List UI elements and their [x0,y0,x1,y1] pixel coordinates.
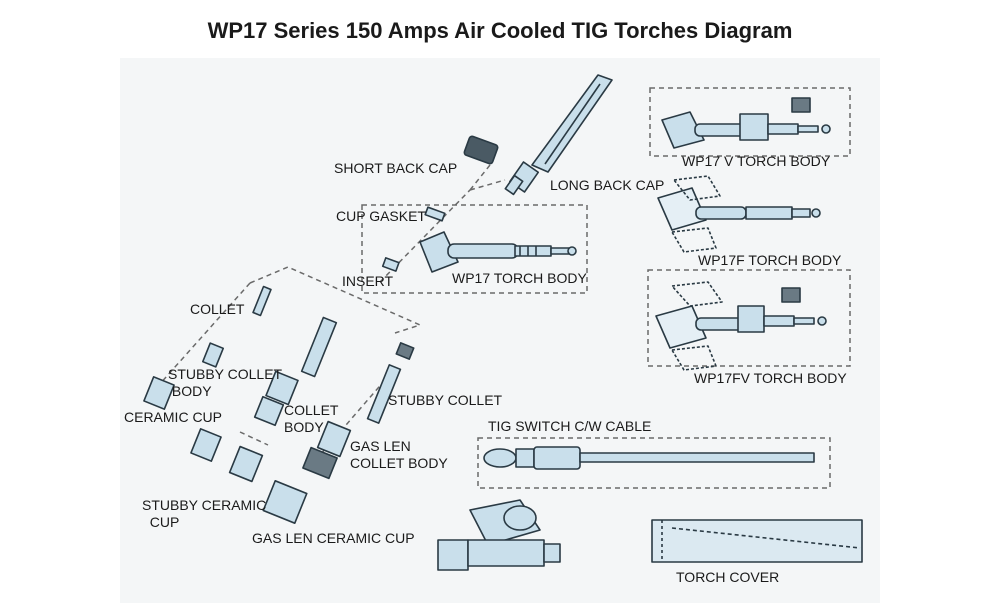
label-insert: INSERT [342,273,394,289]
wp17-torch-body-group-box [361,204,588,294]
wp17f-torch-body [657,175,821,253]
wp17v-group-box [649,87,851,157]
torch-cover-part [651,519,863,563]
collet-long-part [253,316,338,427]
collet-left-line [149,282,251,396]
label-tig-switch: TIG SWITCH C/W CABLE [488,418,652,434]
wp17fv-group-box [647,269,851,367]
collet-path-line [249,266,423,334]
label-collet-body: COLLET BODY [284,402,339,435]
ceramic-cup-part [143,376,175,410]
label-collet: COLLET [190,301,245,317]
label-short-back-cap: SHORT BACK CAP [334,160,458,176]
label-wp17v-torch-body: WP17 V TORCH BODY [682,153,831,169]
label-gas-len-collet-body: GAS LEN COLLET BODY [350,438,448,471]
diagram-title: WP17 Series 150 Amps Air Cooled TIG Torc… [207,18,793,43]
tig-switch-group-box [477,437,831,489]
label-long-back-cap: LONG BACK CAP [550,177,665,193]
torch-head-part [437,499,561,571]
stubby-ceramic-cup-part [190,428,264,483]
label-cup-gasket: CUP GASKET [336,208,426,224]
wp17-torch-body [419,231,577,273]
gas-len-ceramic-cup-part [262,479,308,525]
label-wp17f-torch-body: WP17F TORCH BODY [698,252,842,268]
label-wp17fv-torch-body: WP17FV TORCH BODY [694,370,847,386]
label-stubby-collet: STUBBY COLLET [388,392,503,408]
label-stubby-ceramic-cup: STUBBY CERAMIC CUP [142,497,267,530]
long-cap-path-line [469,179,506,191]
label-torch-cover: TORCH COVER [676,569,780,585]
insert-part [381,257,400,272]
label-gas-len-ceramic-cup: GAS LEN CERAMIC CUP [252,530,415,546]
wp17fv-torch-body [655,281,827,371]
collet-part [252,285,272,317]
label-wp17-torch-body: WP17 TORCH BODY [452,270,587,286]
label-ceramic-cup: CERAMIC CUP [124,409,223,425]
long-back-cap [504,74,613,196]
stubby-collet-part [366,342,415,424]
tig-switch-part [483,446,815,470]
wp17v-torch-body [661,97,831,149]
stubby-collet-body-part [201,342,225,368]
label-stubby-collet-body: STUBBY COLLET BODY [168,366,283,399]
short-back-cap [463,135,499,165]
gas-len-collet-body-part [302,420,352,480]
cup-gasket [424,206,446,222]
